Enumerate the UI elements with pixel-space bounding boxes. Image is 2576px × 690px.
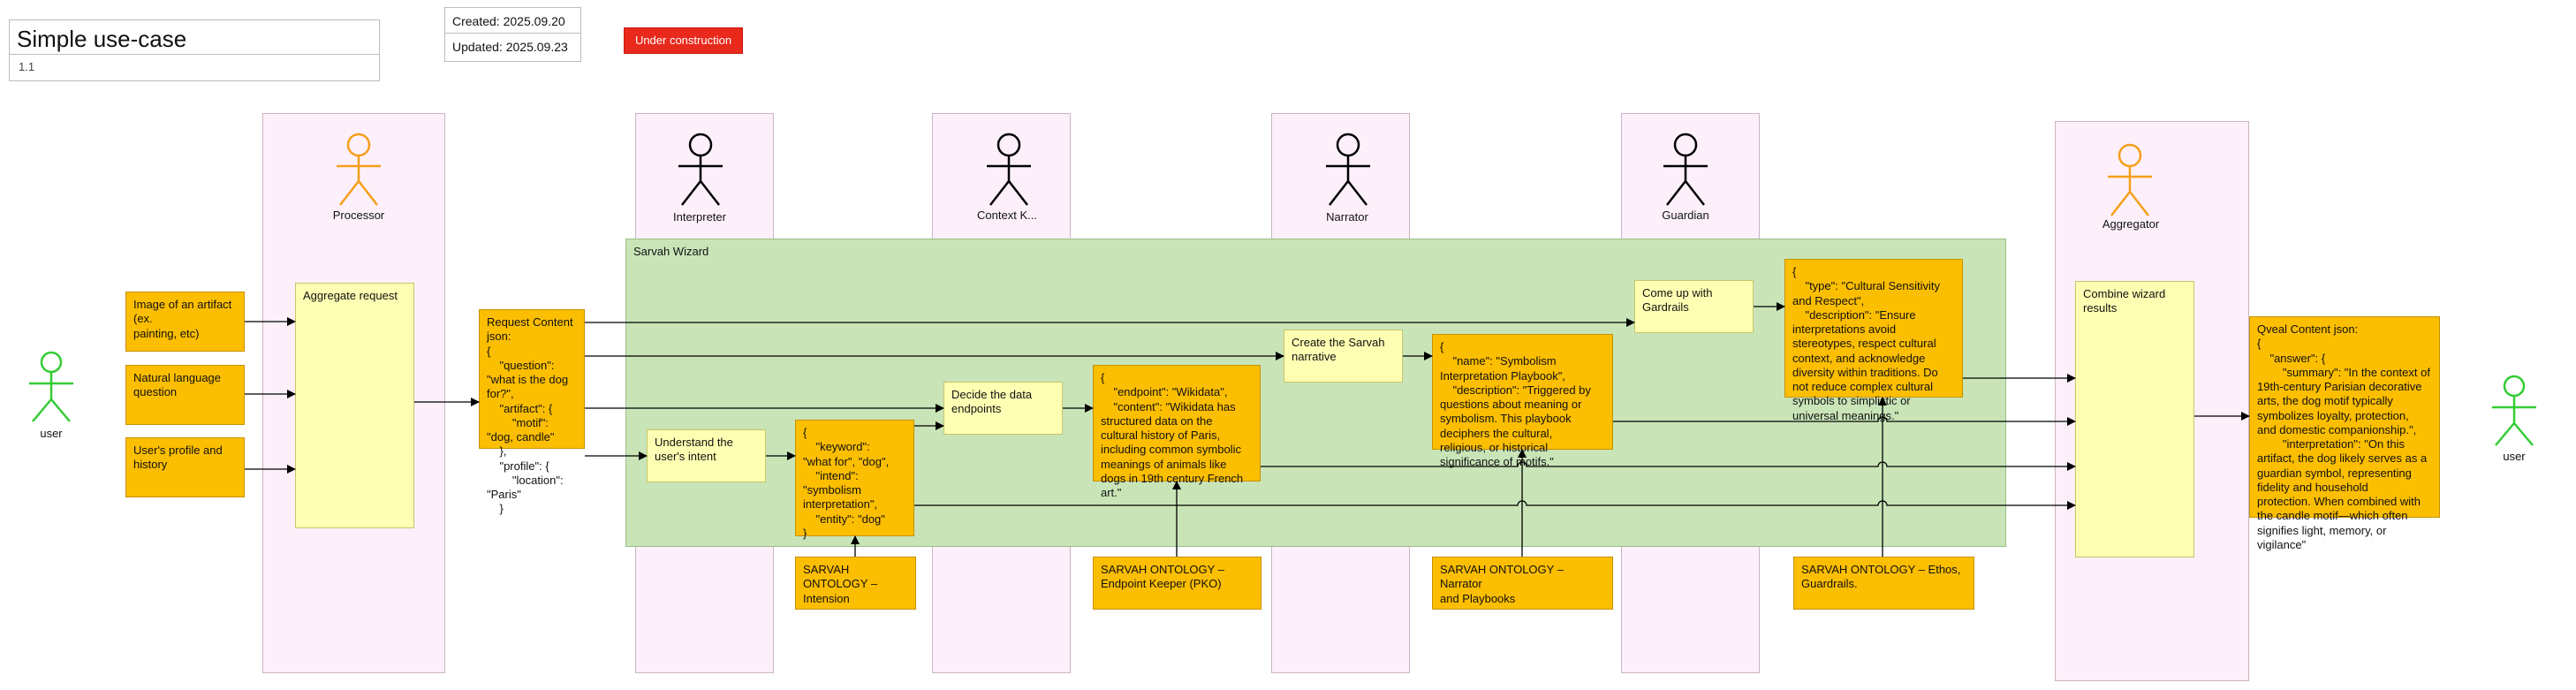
interpreter-actor-icon bbox=[678, 133, 723, 206]
ontology-narrator-playbooks: SARVAH ONTOLOGY – Narrator and Playbooks bbox=[1432, 557, 1613, 610]
understand-intent-box: Understand the user's intent bbox=[647, 429, 766, 482]
guardian-actor-icon bbox=[1663, 133, 1708, 206]
guardian-label: Guardian bbox=[1662, 209, 1709, 222]
page-title: Simple use-case bbox=[17, 26, 187, 52]
question-note: Natural language question bbox=[125, 365, 245, 425]
guardrail-json: { "type": "Cultural Sensitivity and Resp… bbox=[1784, 259, 1963, 422]
narrator-label: Narrator bbox=[1326, 210, 1368, 224]
context-keeper-label: Context K... bbox=[977, 209, 1037, 222]
processor-actor-icon bbox=[337, 133, 381, 206]
updated-date: Updated: 2025.09.23 bbox=[444, 33, 581, 62]
ontology-intension: SARVAH ONTOLOGY – Intension bbox=[795, 557, 916, 610]
sarvah-wizard-label: Sarvah Wizard bbox=[633, 245, 709, 258]
playbook-json: { "name": "Symbolism Interpretation Play… bbox=[1432, 334, 1613, 468]
aggregator-actor-icon bbox=[2108, 143, 2152, 216]
processor-label: Processor bbox=[332, 209, 385, 222]
guardrails-box: Come up with Gardrails bbox=[1634, 280, 1754, 333]
created-date: Created: 2025.09.20 bbox=[444, 7, 581, 36]
artifact-image-note: Image of an artifact (ex. painting, etc) bbox=[125, 292, 245, 352]
user-right-label: user bbox=[2503, 450, 2526, 463]
request-content-json: Request Content json: { "question": "wha… bbox=[479, 309, 585, 515]
aggregate-request-box: Aggregate request bbox=[295, 283, 414, 528]
create-narrative-box: Create the Sarvah narrative bbox=[1284, 330, 1403, 383]
output-content-json: Qveal Content json: { "answer": { "summa… bbox=[2249, 316, 2440, 551]
context-keeper-actor-icon bbox=[987, 133, 1031, 206]
combine-results-box: Combine wizard results bbox=[2075, 281, 2194, 557]
user-left-label: user bbox=[40, 427, 63, 440]
interpreter-label: Interpreter bbox=[673, 210, 726, 224]
user-right-icon bbox=[2492, 375, 2536, 446]
user-left-icon bbox=[29, 351, 73, 422]
status-badge: Under construction bbox=[624, 27, 743, 54]
ontology-ethos-guardrails: SARVAH ONTOLOGY – Ethos, Guardrails. bbox=[1793, 557, 1974, 610]
narrator-actor-icon bbox=[1326, 133, 1370, 206]
intent-json: { "keyword": "what for", "dog", "intend"… bbox=[795, 420, 914, 540]
title-box: Simple use-case 1.1 bbox=[9, 19, 380, 81]
profile-note: User's profile and history bbox=[125, 437, 245, 497]
aggregator-label: Aggregator bbox=[2102, 217, 2160, 231]
version-label: 1.1 bbox=[19, 60, 35, 73]
endpoint-json: { "endpoint": "Wikidata", "content": "Wi… bbox=[1093, 365, 1261, 499]
ontology-endpoint-keeper: SARVAH ONTOLOGY – Endpoint Keeper (PKO) bbox=[1093, 557, 1261, 610]
decide-endpoints-box: Decide the data endpoints bbox=[943, 382, 1063, 435]
